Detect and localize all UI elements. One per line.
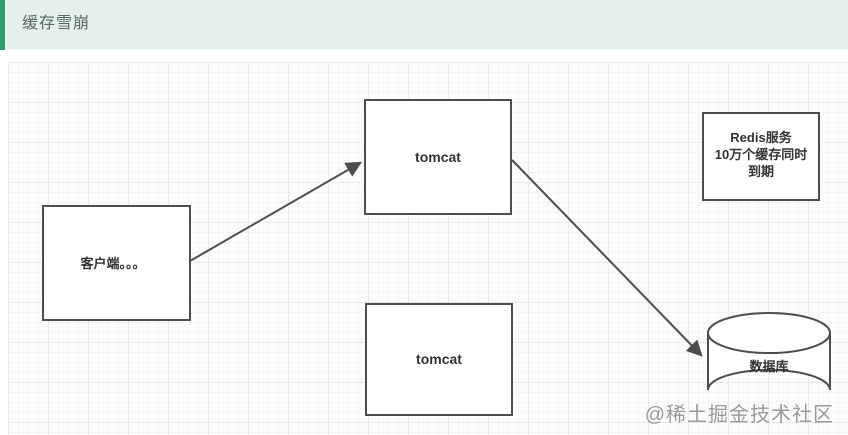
node-client: 客户端。。。	[42, 205, 191, 321]
edge-client-to-tomcat	[189, 161, 363, 262]
diagram-svg: 客户端。。。 tomcat tomcat Redis服务 10万个缓存同时 到期	[42, 99, 831, 416]
node-tomcat-top: tomcat	[364, 99, 512, 215]
diagram-canvas: 客户端。。。 tomcat tomcat Redis服务 10万个缓存同时 到期	[0, 50, 848, 435]
node-database: 数据库	[707, 312, 831, 391]
node-tomcat-bottom: tomcat	[365, 303, 513, 416]
node-redis-label-line1: Redis服务	[730, 130, 792, 145]
node-redis-label-line3: 到期	[748, 164, 774, 179]
header-bar: 缓存雪崩	[0, 0, 848, 50]
node-database-label: 数据库	[749, 359, 788, 374]
node-tomcat-bottom-label: tomcat	[416, 351, 462, 367]
page-title: 缓存雪崩	[22, 15, 91, 32]
node-client-label: 客户端。。。	[80, 256, 145, 271]
edge-tomcat-to-database	[511, 159, 703, 357]
node-redis-label-line2: 10万个缓存同时	[715, 147, 807, 162]
header-accent-bar	[0, 0, 5, 50]
node-redis: Redis服务 10万个缓存同时 到期	[702, 112, 820, 201]
node-tomcat-top-label: tomcat	[415, 149, 461, 165]
